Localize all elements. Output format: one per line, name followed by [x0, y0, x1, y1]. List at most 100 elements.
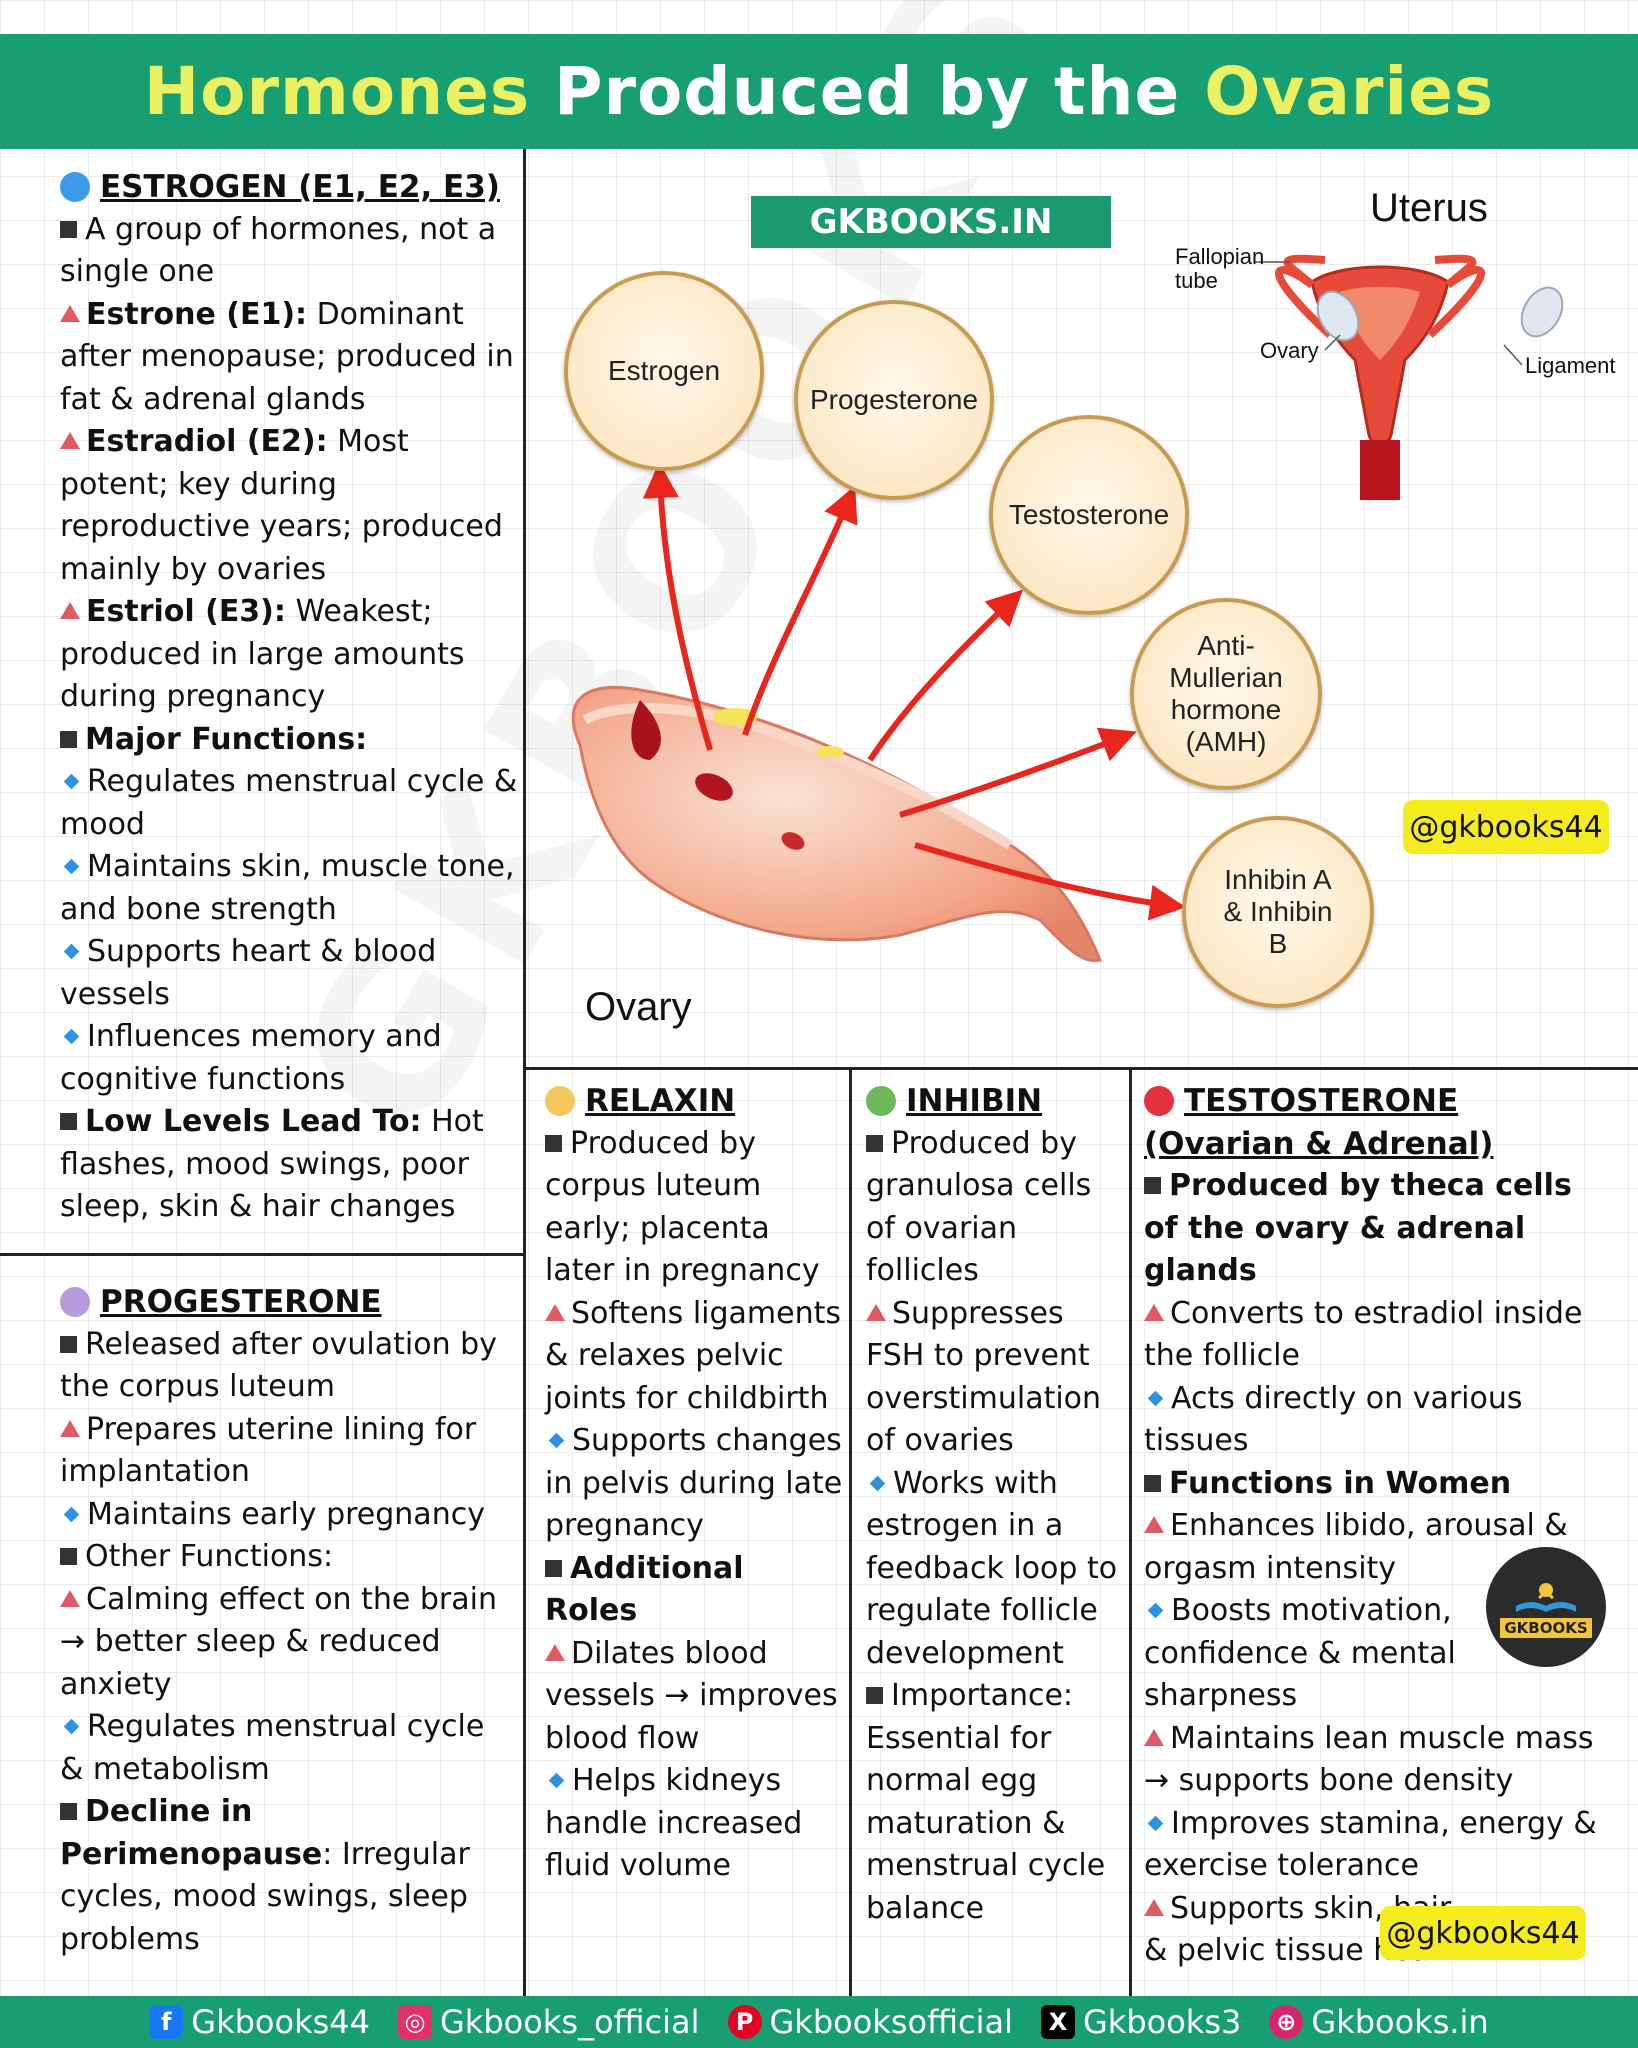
relaxin-line: Dilates blood vessels → improves blood f… [545, 1633, 845, 1761]
divider-inhibin-testosterone [1129, 1067, 1132, 1996]
instagram-handle: Gkbooks_official [440, 2003, 700, 2041]
relaxin-line: Produced by corpus luteum early; placent… [545, 1123, 845, 1293]
inhibin-line: Suppresses FSH to prevent overstimulatio… [866, 1293, 1124, 1463]
fallopian-tube-label: Fallopian tube [1175, 244, 1265, 293]
diamond-bullet-icon [548, 1772, 565, 1789]
instagram-link[interactable]: ◎Gkbooks_official [398, 2003, 700, 2041]
testosterone-text: Enhances libido, arousal & orgasm intens… [1144, 1508, 1568, 1586]
estrogen-e1: Estrone (E1): Dominant after menopause; … [60, 294, 518, 422]
bubble-estrogen: Estrogen [564, 271, 764, 471]
title-part-2: Produced by the [530, 53, 1205, 130]
website-link[interactable]: ⊕Gkbooks.in [1269, 2003, 1489, 2041]
estrogen-title: ESTROGEN (E1, E2, E3) [60, 166, 518, 209]
progesterone-title: PROGESTERONE [60, 1281, 510, 1324]
progesterone-text: Maintains early pregnancy [87, 1496, 485, 1532]
diamond-bullet-icon [63, 773, 80, 790]
estrogen-panel: ESTROGEN (E1, E2, E3) A group of hormone… [60, 166, 518, 1229]
triangle-bullet-icon [866, 1303, 886, 1321]
testosterone-text: Acts directly on various tissues [1144, 1380, 1523, 1459]
progesterone-line: Calming effect on the brain → better sle… [60, 1579, 510, 1707]
bubble-progesterone: Progesterone [794, 300, 994, 500]
triangle-bullet-icon [60, 432, 80, 449]
relaxin-text: Supports changes in pelvis during late p… [545, 1423, 843, 1543]
testosterone-text: Produced by theca cells of the ovary & a… [1144, 1168, 1572, 1288]
estrogen-e2-label: Estradiol (E2): [86, 424, 328, 459]
testosterone-line: Converts to estradiol inside the follicl… [1144, 1293, 1614, 1378]
estrogen-function-text: Influences memory and cognitive function… [60, 1019, 442, 1097]
progesterone-line: Prepares uterine lining for implantation [60, 1409, 510, 1494]
testosterone-title-text: TESTOSTERONE [1184, 1083, 1459, 1119]
diamond-bullet-icon [63, 1028, 80, 1045]
globe-icon: ⊕ [1269, 2005, 1304, 2039]
testosterone-text: Converts to estradiol inside the follicl… [1144, 1295, 1583, 1374]
divider-diagram-bottom [523, 1067, 1638, 1070]
instagram-icon: ◎ [398, 2005, 432, 2039]
diamond-bullet-icon [63, 1718, 80, 1735]
estrogen-function-item: Influences memory and cognitive function… [60, 1016, 518, 1101]
facebook-handle: Gkbooks44 [191, 2003, 370, 2041]
progesterone-decline: Decline in Perimenopause: Irregular cycl… [60, 1791, 510, 1961]
uterus-illustration [1255, 254, 1564, 500]
progesterone-line: Regulates menstrual cycle & metabolism [60, 1706, 510, 1791]
square-bullet-icon [545, 1559, 562, 1577]
progesterone-decline-text: : Irregular cycles, mood swings, sleep p… [60, 1836, 470, 1957]
pinterest-handle: Gkbooksofficial [769, 2003, 1014, 2041]
progesterone-line: Other Functions: [60, 1536, 510, 1579]
red-dot-icon [1144, 1086, 1174, 1117]
square-bullet-icon [60, 1335, 77, 1353]
blue-dot-icon [60, 172, 90, 203]
inhibin-panel: INHIBIN Produced by granulosa cells of o… [866, 1080, 1124, 1930]
estrogen-e1-text: Dominant after menopause; produced in fa… [60, 296, 514, 417]
bubble-testosterone: Testosterone [989, 415, 1189, 615]
ovary-shape [571, 685, 1103, 963]
estrogen-function-text: Regulates menstrual cycle & mood [60, 764, 518, 842]
progesterone-decline-label: Decline in Perimenopause [60, 1794, 323, 1872]
diamond-bullet-icon [63, 858, 80, 875]
progesterone-text: Calming effect on the brain → better sle… [60, 1581, 497, 1702]
triangle-bullet-icon [1144, 1898, 1164, 1916]
progesterone-text: Other Functions: [85, 1539, 334, 1574]
title-part-3: Ovaries [1204, 53, 1495, 130]
estrogen-low-levels: Low Levels Lead To: Hot flashes, mood sw… [60, 1101, 518, 1229]
estrogen-function-item: Supports heart & blood vessels [60, 931, 518, 1016]
gkbooks-badge: GKBOOKS.IN [751, 196, 1111, 248]
divider-left-vertical [523, 149, 526, 1996]
relaxin-text: Softens ligaments & relaxes pelvic joint… [545, 1295, 842, 1416]
testosterone-line: Maintains lean muscle mass → supports bo… [1144, 1718, 1614, 1803]
relaxin-title-text: RELAXIN [585, 1083, 736, 1119]
ligament-label: Ligament [1525, 353, 1616, 378]
testosterone-text: Boosts motivation, confidence & mental s… [1144, 1593, 1456, 1713]
testosterone-line: Improves stamina, energy & exercise tole… [1144, 1803, 1614, 1888]
handle-badge-bottom: @gkbooks44 [1380, 1906, 1586, 1960]
estrogen-intro-text: A group of hormones, not a single one [60, 211, 497, 290]
purple-dot-icon [60, 1287, 90, 1318]
triangle-bullet-icon [60, 304, 80, 322]
triangle-bullet-icon [60, 1589, 80, 1607]
x-icon: X [1041, 2005, 1075, 2039]
x-handle: Gkbooks3 [1083, 2003, 1242, 2041]
progesterone-title-text: PROGESTERONE [100, 1284, 382, 1320]
estrogen-function-text: Supports heart & blood vessels [60, 934, 437, 1012]
diamond-bullet-icon [869, 1475, 886, 1491]
relaxin-text: Dilates blood vessels → improves blood f… [545, 1635, 838, 1756]
inhibin-line: Produced by granulosa cells of ovarian f… [866, 1123, 1124, 1293]
estrogen-intro: A group of hormones, not a single one [60, 209, 518, 294]
diamond-bullet-icon [1147, 1602, 1164, 1619]
diamond-bullet-icon [63, 1506, 80, 1522]
estrogen-e3-label: Estriol (E3): [86, 594, 286, 629]
relaxin-text: Helps kidneys handle increased fluid vol… [545, 1763, 803, 1883]
testosterone-line: Acts directly on various tissues [1144, 1378, 1614, 1463]
testosterone-line: Produced by theca cells of the ovary & a… [1144, 1165, 1614, 1293]
facebook-icon: f [149, 2005, 184, 2039]
estrogen-low-text: Hot flashes, mood swings, poor sleep, sk… [60, 1104, 484, 1224]
testosterone-functions-text: Functions in Women [1169, 1465, 1512, 1501]
divider-relaxin-inhibin [849, 1067, 852, 1996]
triangle-bullet-icon [1144, 1728, 1164, 1746]
triangle-bullet-icon [545, 1643, 565, 1661]
bubble-inhibin: Inhibin A & Inhibin B [1182, 816, 1374, 1008]
testosterone-text: Maintains lean muscle mass → supports bo… [1144, 1720, 1594, 1799]
